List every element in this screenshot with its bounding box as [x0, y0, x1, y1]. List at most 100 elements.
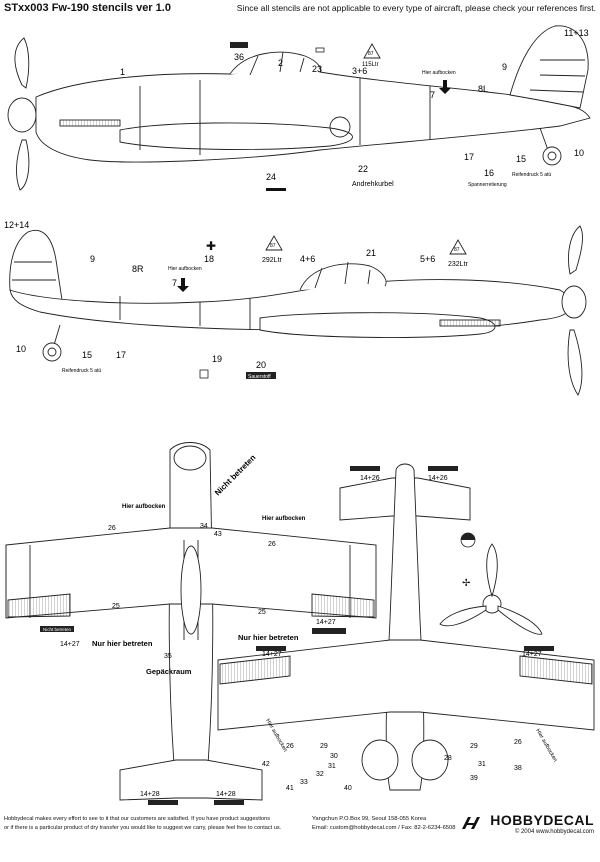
mercedes-star-icon: ✢ [462, 578, 470, 589]
callout-21: 21 [366, 248, 376, 258]
callout-14-27-c: 14+27 [262, 651, 282, 658]
callout-26-b: 26 [268, 541, 276, 548]
callout-26-a: 26 [108, 525, 116, 532]
spannerretierung-text: Spannerretierung [468, 182, 507, 188]
callout-7: 7 [430, 90, 435, 100]
callout-1: 1 [120, 67, 125, 77]
callout-14-26-a: 14+26 [360, 475, 380, 482]
footer-line-2: or if there is a particular product of d… [4, 824, 282, 831]
hier-aufbocken-plan-1: Hier aufbocken [122, 504, 166, 510]
reference-notice: Since all stencils are not applicable to… [236, 3, 596, 13]
footer-contact: Yangchun P.O.Box 99, Seoul 158-055 Korea… [312, 815, 455, 832]
stencil-box-mark [230, 42, 248, 48]
wing-tag-left [256, 646, 286, 651]
triangle-right-label: 232Ltr [448, 261, 469, 268]
arrow-down-icon [439, 80, 451, 94]
tail-tag-left [148, 800, 178, 805]
nur-hier-betreten-2: Nur hier betreten [238, 633, 299, 642]
callout-9b: 9 [90, 254, 95, 264]
triangle-left-label: 292Ltr [262, 257, 283, 264]
andrehkurbel-text: Andrehkurbel [352, 181, 394, 188]
side-view-bottom [9, 225, 587, 396]
hobbydecal-logo-icon [462, 817, 480, 829]
gepackraum-text: Gepäckraum [146, 667, 192, 676]
hier-aufbocken-plan-2: Hier aufbocken [262, 516, 306, 522]
black-bar-mark [266, 188, 286, 191]
callout-2: 2 [278, 58, 283, 68]
callout-14-27-b: 14+27 [316, 619, 336, 626]
callout-11-13: 11+13 [564, 28, 589, 38]
callout-9: 9 [502, 62, 507, 72]
nicht-betreten-text: Nicht betreten [213, 453, 257, 497]
callout-24: 24 [266, 172, 276, 182]
small-box-mark [315, 47, 325, 53]
callout-32: 32 [316, 771, 324, 778]
callout-30: 30 [330, 753, 338, 760]
callout-14-28-a: 14+28 [140, 791, 160, 798]
nicht-betreten-tag-left-text: Nicht betreten [43, 627, 72, 632]
sauerstoff-tag [246, 372, 276, 379]
reifendruck-text: Reifendruck 5 atü [512, 172, 551, 178]
brand-block: HOBBYDECAL © 2004 www.hobbydecal.com [490, 812, 594, 835]
tail-tag-right [214, 800, 244, 805]
reifendruck-b: Reifendruck 5 atü [62, 368, 101, 374]
callout-31-a: 31 [328, 763, 336, 770]
callout-3-6: 3+6 [352, 66, 367, 76]
callout-14-26-b: 14+26 [428, 475, 448, 482]
callout-15: 15 [516, 154, 526, 164]
callout-18: 18 [204, 254, 214, 264]
footer-line-1: Hobbydecal makes every effort to see to … [4, 816, 271, 822]
fuel-triangle-right [449, 239, 467, 255]
side-view-bottom-marks: 87 292Ltr 87 232Ltr ✚ Sauerstoff [177, 235, 469, 380]
triangle-code-top: 87 [368, 51, 374, 57]
callout-7b: 7 [172, 278, 177, 288]
fuel-triangle-left [265, 235, 283, 251]
callout-36: 36 [234, 52, 244, 62]
hier-aufbocken-top: Hier aufbocken [422, 70, 456, 76]
side-view-top [7, 25, 591, 191]
callout-16: 16 [484, 168, 494, 178]
triangle-right-code: 87 [454, 247, 460, 253]
brand-name: HOBBYDECAL [490, 812, 594, 828]
elevator-tag-left [350, 466, 380, 471]
callout-25-a: 25 [112, 603, 120, 610]
small-square-mark [199, 369, 209, 379]
plan-view-top [5, 442, 377, 801]
callout-33: 33 [300, 779, 308, 786]
callout-17b: 17 [116, 350, 126, 360]
callout-8r: 8R [132, 264, 144, 274]
callout-41: 41 [286, 785, 294, 792]
callout-29-b: 29 [470, 743, 478, 750]
triangle-left-code: 87 [270, 243, 276, 249]
callout-17: 17 [464, 152, 474, 162]
callout-25-b: 25 [258, 609, 266, 616]
callout-31-b: 31 [478, 761, 486, 768]
footer-disclaimer: Hobbydecal makes every effort to see to … [4, 815, 281, 832]
callout-35: 35 [164, 653, 172, 660]
elevator-tag-right [428, 466, 458, 471]
callout-10b: 10 [16, 344, 26, 354]
callout-12-14: 12+14 [4, 220, 29, 230]
footer-email: Email: custom@hobbydecal.com / Fax: 82-2… [312, 824, 456, 831]
plan-view-bottom [217, 463, 595, 791]
plan-view-bottom-marks: ✢ [256, 466, 554, 651]
callout-29-a: 29 [320, 743, 328, 750]
footer-address: Yangchun P.O.Box 99, Seoul 158-055 Korea [312, 816, 427, 822]
callout-19: 19 [212, 354, 222, 364]
brand-copyright: © 2004 www.hobbydecal.com [514, 829, 594, 835]
callout-26-d: 26 [514, 739, 522, 746]
callout-26-c: 26 [286, 743, 294, 750]
cross-icon: ✚ [206, 239, 216, 253]
callout-39: 39 [470, 775, 478, 782]
callout-22: 22 [358, 164, 368, 174]
callout-42: 42 [262, 761, 270, 768]
callout-23: 23 [312, 64, 322, 74]
sauerstoff-text: Sauerstoff [248, 374, 271, 380]
nicht-betreten-tag-right [312, 628, 346, 634]
callout-8l: 8L [478, 84, 488, 94]
arrow-down-icon-b [177, 278, 189, 292]
callout-20: 20 [256, 360, 266, 370]
callout-43: 43 [214, 531, 222, 538]
nicht-betreten-tag-left [40, 626, 74, 632]
